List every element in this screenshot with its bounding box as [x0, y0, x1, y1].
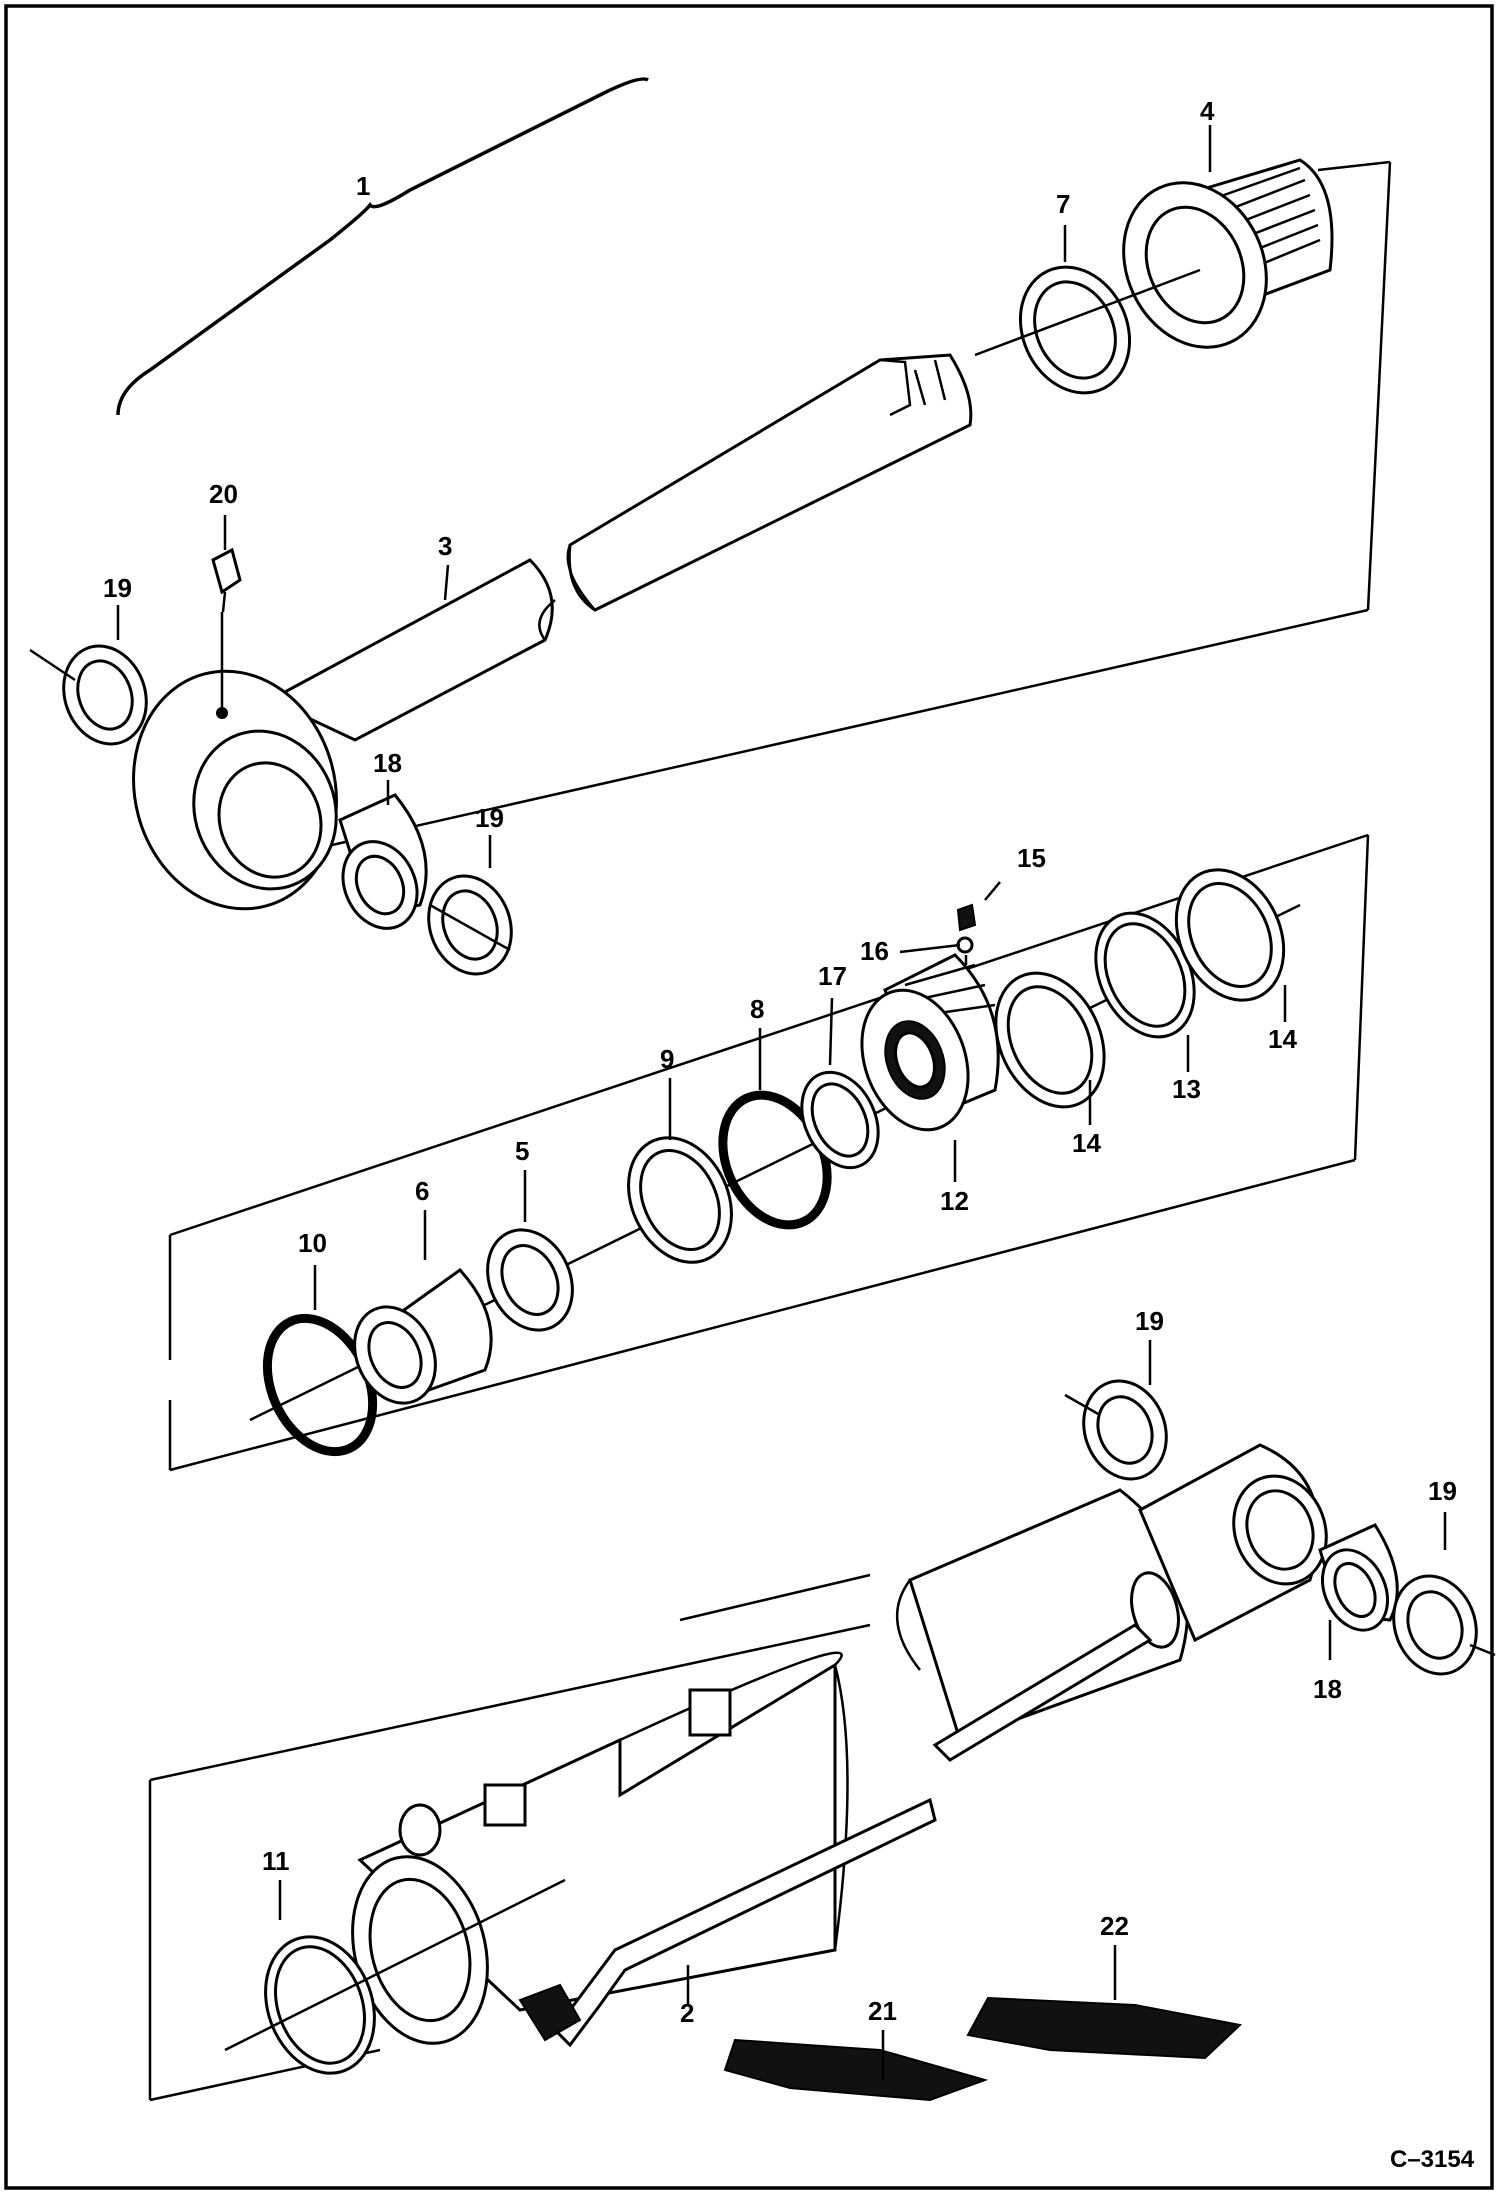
- callout-17: 17: [818, 961, 847, 991]
- callout-14: 14: [1268, 1024, 1297, 1054]
- assembly-brace: [116, 77, 649, 416]
- piston-part: [860, 953, 1000, 1132]
- callout-18: 18: [373, 748, 402, 778]
- hydraulic-tube: [518, 1623, 1153, 2048]
- callout-2: 2: [680, 1998, 694, 2028]
- figure-reference-code: C–3154: [1390, 2146, 1475, 2173]
- grease-fitting: [211, 547, 242, 710]
- callout-22: 22: [1100, 1911, 1129, 1941]
- rod-assembly-panel: [29, 77, 1392, 976]
- set-screw: [956, 903, 977, 932]
- gland-part: [1122, 158, 1334, 349]
- check-ball: [956, 936, 974, 954]
- callout-5: 5: [515, 1136, 529, 1166]
- port-fitting: [688, 1688, 732, 1737]
- callout-19: 19: [1428, 1476, 1457, 1506]
- callout-19: 19: [103, 573, 132, 603]
- callout-21: 21: [868, 1996, 897, 2026]
- callout-3: 3: [438, 531, 452, 561]
- spacer-part: [353, 1268, 493, 1405]
- bushing-part: [1318, 1523, 1399, 1632]
- callout-12: 12: [940, 1186, 969, 1216]
- piston-assembly-panel: [168, 833, 1370, 1472]
- port-fitting: [398, 1803, 442, 1857]
- callout-1: 1: [356, 171, 370, 201]
- callout-15: 15: [1017, 843, 1046, 873]
- piston-rod: [132, 268, 1201, 911]
- callout-13: 13: [1172, 1074, 1201, 1104]
- callout-18: 18: [1313, 1674, 1342, 1704]
- callout-7: 7: [1056, 189, 1070, 219]
- callout-19: 19: [1135, 1306, 1164, 1336]
- callout-19: 19: [475, 803, 504, 833]
- callout-10: 10: [298, 1228, 327, 1258]
- decal-21: [723, 2038, 989, 2102]
- barrel-assembly-panel: [148, 1379, 1496, 2102]
- callout-9: 9: [660, 1044, 674, 1074]
- callout-11: 11: [262, 1846, 290, 1876]
- callout-labels: 1 4 7 20 3 19 18 19 15 16 17 8 9 5 6 10 …: [103, 96, 1475, 2173]
- leader-lines: [116, 125, 1447, 2080]
- bushing-part: [338, 793, 428, 930]
- callout-4: 4: [1200, 96, 1215, 126]
- callout-14: 14: [1072, 1128, 1101, 1158]
- figure-border: [4, 4, 1494, 2190]
- callout-16: 16: [860, 936, 889, 966]
- callout-8: 8: [750, 994, 764, 1024]
- callout-6: 6: [415, 1176, 429, 1206]
- callout-20: 20: [209, 479, 238, 509]
- decal-22: [966, 1996, 1243, 2060]
- port-fitting: [483, 1783, 527, 1827]
